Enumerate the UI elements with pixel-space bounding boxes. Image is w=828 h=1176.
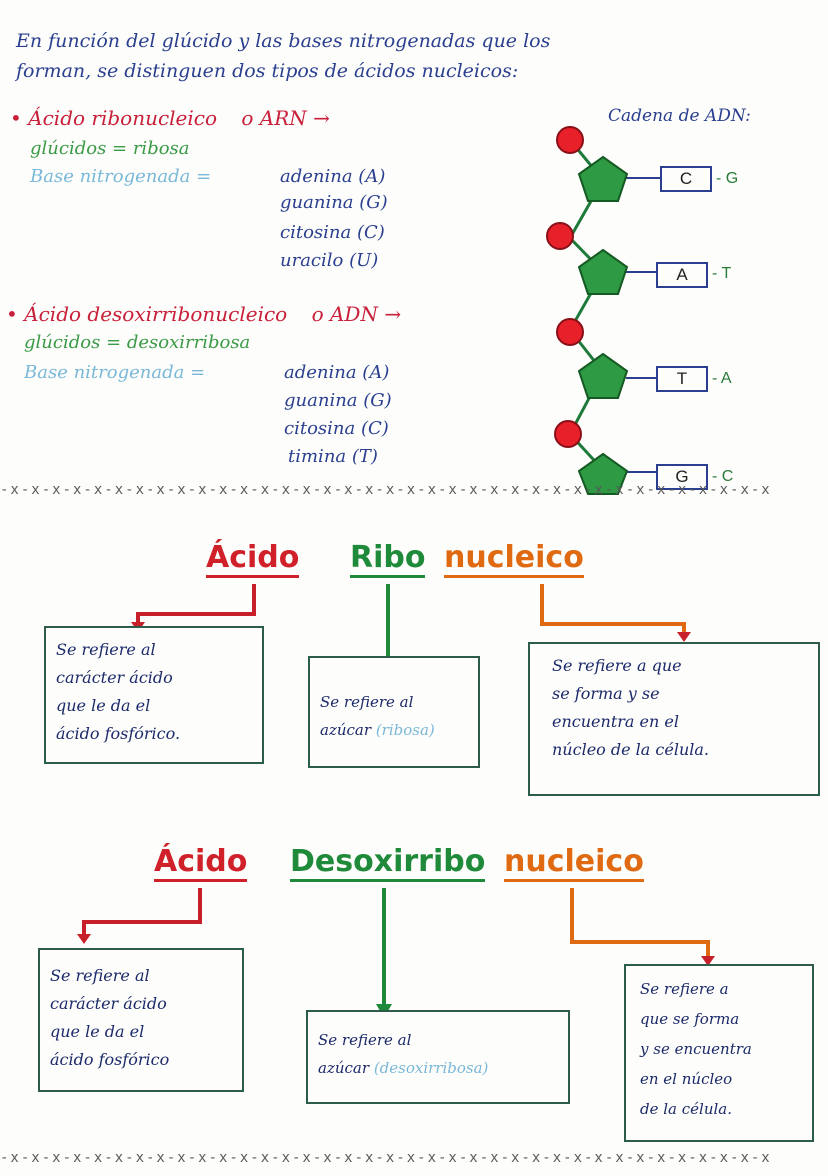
ribo-word-acido: Ácido: [206, 540, 300, 578]
sugar-pentagon-icon: [577, 452, 629, 495]
adn-base-1: adenina (A): [284, 362, 390, 383]
box-word: azúcar: [320, 721, 372, 739]
box-line: se forma y se: [552, 684, 660, 703]
ribo-word-nucleico: nucleico: [444, 540, 584, 578]
arrow-red: [136, 584, 256, 624]
adn-base-3: citosina (C): [284, 418, 389, 439]
box-word-sugar: (ribosa): [375, 721, 435, 739]
box-line: Se refiere al: [320, 693, 414, 711]
arrow-head-icon: [701, 956, 715, 966]
arn-glucidos: glúcidos = ribosa: [30, 138, 190, 159]
box-line: que le da el: [50, 1022, 145, 1041]
desoxi-word-nucleico: nucleico: [504, 844, 644, 882]
base-box: C: [660, 166, 712, 192]
box-line: carácter ácido: [56, 668, 173, 687]
box-line: Se refiere al: [318, 1031, 412, 1049]
box-line: Se refiere a que: [552, 656, 682, 675]
sugar-pentagon-icon: [577, 155, 629, 202]
box-line: de la célula.: [640, 1100, 732, 1118]
box-line: Se refiere a: [640, 980, 729, 998]
phosphate-icon: [554, 420, 582, 448]
base-box: T: [656, 366, 708, 392]
box-line: que se forma: [640, 1010, 740, 1028]
arn-base-4: uracilo (U): [280, 250, 379, 271]
arrow-red: [82, 888, 202, 936]
base-box: G: [656, 464, 708, 490]
base-pair: - A: [712, 370, 732, 387]
arrow-head-icon: [77, 934, 91, 944]
ribo-word-ribo: Ribo: [350, 540, 426, 578]
bullet-icon: •: [6, 302, 18, 326]
box-line: Se refiere al: [56, 640, 156, 659]
arn-abbr: o ARN →: [241, 106, 330, 130]
arn-base-3: citosina (C): [280, 222, 385, 243]
desoxi-word-acido: Ácido: [154, 844, 248, 882]
arn-name: • Ácido ribonucleico o ARN →: [10, 106, 330, 130]
desoxi-box-nucleo: Se refiere a que se forma y se encuentra…: [624, 964, 814, 1142]
arn-base-2: guanina (G): [280, 192, 388, 213]
adn-base-label: Base nitrogenada =: [24, 362, 206, 383]
phosphate-icon: [556, 126, 584, 154]
arn-base-1: adenina (A): [280, 166, 386, 187]
adn-name: • Ácido desoxirribonucleico o ADN →: [6, 302, 401, 326]
box-word-sugar: (desoxirribosa): [373, 1059, 489, 1077]
separator-line: -x-x-x-x-x-x-x-x-x-x-x-x-x-x-x-x-x-x-x-x…: [0, 482, 772, 498]
box-line: encuentra en el: [552, 712, 679, 731]
desoxi-box-azucar: Se refiere al azúcar (desoxirribosa): [306, 1010, 570, 1104]
box-line: carácter ácido: [50, 994, 167, 1013]
bullet-icon: •: [10, 106, 22, 130]
sugar-pentagon-icon: [577, 352, 629, 399]
base-box: A: [656, 262, 708, 288]
adn-glucidos: glúcidos = desoxirribosa: [24, 332, 251, 353]
arrow-orange: [570, 888, 710, 958]
phosphate-icon: [546, 222, 574, 250]
box-line: ácido fosfórico.: [56, 724, 181, 743]
arrow-head-icon: [677, 632, 691, 642]
arn-name-text: Ácido ribonucleico: [28, 106, 218, 130]
chain-title: Cadena de ADN:: [608, 106, 751, 126]
phosphate-icon: [556, 318, 584, 346]
base-pair: - G: [716, 170, 739, 187]
adn-base-2: guanina (G): [284, 390, 392, 411]
desoxi-box-acido: Se refiere al carácter ácido que le da e…: [38, 948, 244, 1092]
adn-base-4: timina (T): [288, 446, 378, 467]
box-line: y se encuentra: [640, 1040, 752, 1058]
box-line: en el núcleo: [640, 1070, 733, 1088]
base-pair: - C: [712, 468, 734, 485]
adn-name-text: Ácido desoxirribonucleico: [24, 302, 288, 326]
box-line: Se refiere al: [50, 966, 150, 985]
box-line: ácido fosfórico: [50, 1050, 170, 1069]
ribo-box-acido: Se refiere al carácter ácido que le da e…: [44, 626, 264, 764]
box-word: azúcar: [318, 1059, 370, 1077]
box-line: que le da el: [56, 696, 151, 715]
separator-line: -x-x-x-x-x-x-x-x-x-x-x-x-x-x-x-x-x-x-x-x…: [0, 1150, 772, 1166]
sugar-pentagon-icon: [577, 248, 629, 295]
ribo-box-azucar: Se refiere al azúcar (ribosa): [308, 656, 480, 768]
ribo-box-nucleo: Se refiere a que se forma y se encuentra…: [528, 642, 820, 796]
intro-line-1: En función del glúcido y las bases nitro…: [16, 30, 551, 52]
adn-abbr: o ADN →: [311, 302, 402, 326]
dna-chain-diagram: [546, 126, 660, 495]
base-pair: - T: [712, 265, 732, 282]
box-line: núcleo de la célula.: [552, 740, 710, 759]
desoxi-word-desoxi: Desoxirribo: [290, 844, 486, 882]
arn-base-label: Base nitrogenada =: [30, 166, 212, 187]
intro-line-2: forman, se distinguen dos tipos de ácido…: [16, 60, 519, 82]
box-line: azúcar (desoxirribosa): [318, 1054, 558, 1082]
box-line: azúcar (ribosa): [320, 716, 468, 744]
arrow-orange: [540, 584, 686, 634]
